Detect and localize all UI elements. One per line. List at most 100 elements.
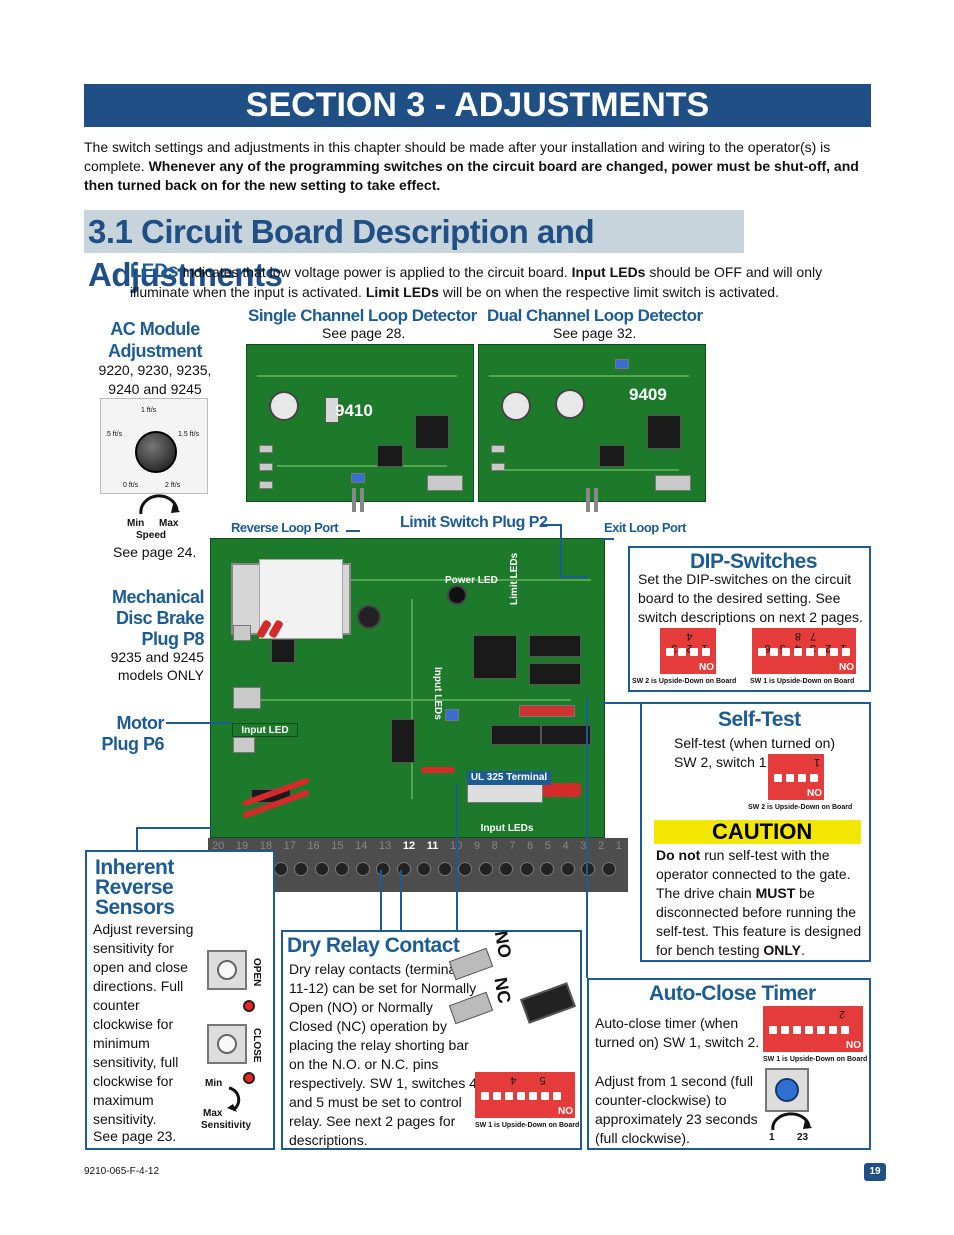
terminal-number: 8 [491,840,498,852]
terminal-number: 9 [473,840,480,852]
sw2-dip-switch[interactable]: 1 2 3 4 NO [660,628,716,674]
dip-toggle[interactable] [798,774,806,782]
terminal-number: 3 [580,840,587,852]
terminal-screw[interactable] [458,862,472,876]
dip-toggle[interactable] [781,1026,789,1034]
terminal-screw[interactable] [396,862,411,876]
terminal-screw[interactable] [335,862,349,876]
terminal-screw[interactable] [581,862,595,876]
dip-toggle[interactable] [830,648,838,656]
leds-lead: LEDs [130,261,179,282]
dip-toggle[interactable] [758,648,766,656]
dual-loop-title: Dual Channel Loop Detector [487,306,703,325]
terminal-screw[interactable] [519,862,534,876]
terminal-screw[interactable] [355,862,370,876]
section-title: SECTION 3 - ADJUSTMENTS [84,84,871,127]
dip-toggle[interactable] [493,1092,501,1100]
terminal-number: 1 [615,840,622,852]
dip-toggle[interactable] [517,1092,525,1100]
ac-module-see-page: See page 24. [113,544,197,560]
terminal-screw[interactable] [478,862,493,876]
dip-toggle[interactable] [794,648,802,656]
terminal-number: 19 [235,840,249,852]
dip-toggle[interactable] [842,648,850,656]
dip-toggle[interactable] [829,1026,837,1034]
dip-toggle[interactable] [841,1026,849,1034]
dip-toggle[interactable] [769,1026,777,1034]
terminal-screw[interactable] [437,862,452,876]
terminal-screw[interactable] [376,862,390,876]
terminal-screw[interactable] [499,862,513,876]
sw1-dip-switch[interactable]: 1 2 3 4 5 6 7 8 NO [752,628,856,674]
terminal-screw[interactable] [417,862,431,876]
dip-toggle[interactable] [805,1026,813,1034]
leds-description: LEDs Indicates that low voltage power is… [130,261,823,301]
limit-switch-plug-label: Limit Switch Plug P2 [400,514,548,531]
relay-dip-switch[interactable]: 5 4 NO [475,1072,575,1118]
terminal-screw[interactable] [560,862,575,876]
ac-speed-panel: 1 ft/s .5 ft/s 1.5 ft/s 0 ft/s 2 ft/s [100,398,208,494]
open-sensitivity-pot[interactable] [207,950,247,990]
dual-loop-see: See page 32. [553,325,637,341]
terminal-number: 18 [259,840,272,852]
input-leds-label: Input LEDs [473,822,541,836]
terminal-number: 11 [426,840,439,852]
dip-toggle[interactable] [786,774,794,782]
self-test-dip-switch[interactable]: 1 NO [768,754,824,800]
auto-close-timer-pot[interactable] [765,1068,809,1112]
terminal-number: 5 [544,840,551,852]
terminal-number: 14 [355,840,368,852]
sensitivity-arrow-icon [227,1086,241,1112]
timer-arrow-icon [771,1112,812,1131]
dip-toggle[interactable] [666,648,674,656]
dip-toggle[interactable] [690,648,698,656]
dip-toggle[interactable] [817,1026,825,1034]
dip-switches-panel: DIP-Switches Set the DIP-switches on the… [628,546,871,692]
terminal-number: 17 [283,840,296,852]
terminal-screw[interactable] [294,862,308,876]
dip-toggle[interactable] [481,1092,489,1100]
terminal-screw[interactable] [273,862,288,876]
caution-text: Do not run self-test with the operator c… [656,847,862,958]
dip-toggle[interactable] [774,774,782,782]
dip-toggle[interactable] [553,1092,561,1100]
terminal-screw[interactable] [601,862,616,876]
dip-toggle[interactable] [770,648,778,656]
dip-toggle[interactable] [806,648,814,656]
auto-close-dip-switch[interactable]: 2 NO [763,1006,863,1052]
terminal-number: 6 [527,840,534,852]
ac-module-models: 9220, 9230, 9235, 9240 and 9245 models [98,362,212,416]
terminal-screw[interactable] [314,862,329,876]
dip-toggle[interactable] [702,648,710,656]
ac-module-title: AC Module Adjustment [108,319,203,361]
terminal-number: 7 [509,840,516,852]
inherent-sensors-panel: Inherent Reverse Sensors Adjust reversin… [85,850,275,1150]
auto-close-panel: Auto-Close Timer Auto-close timer (when … [587,978,871,1150]
dip-toggle[interactable] [678,648,686,656]
terminal-number: 12 [402,840,416,852]
single-loop-board: 9410 [246,344,474,502]
intro-text: The switch settings and adjustments in t… [84,139,831,174]
dip-toggle[interactable] [541,1092,549,1100]
dip-toggle[interactable] [505,1092,513,1100]
brake-title: Mechanical Disc Brake Plug P8 [111,587,205,649]
dual-loop-board: 9409 [478,344,706,502]
dip-toggle[interactable] [818,648,826,656]
dip-toggle[interactable] [793,1026,801,1034]
dip-toggle[interactable] [529,1092,537,1100]
reverse-loop-port-label: Reverse Loop Port [231,520,339,535]
terminal-number: 2 [597,840,605,852]
terminal-number: 15 [331,840,344,852]
dip-toggle[interactable] [810,774,818,782]
terminal-number: 16 [307,840,320,852]
terminal-number: 4 [562,840,569,852]
close-sensitivity-pot[interactable] [207,1024,247,1064]
dip-toggle[interactable] [782,648,790,656]
speed-dial-knob[interactable] [135,431,177,473]
input-led-label: Input LED [232,723,298,737]
subsection-title: 3.1 Circuit Board Description and Adjust… [84,210,744,293]
terminal-screw[interactable] [540,862,554,876]
self-test-panel: Self-Test Self-test (when turned on) SW … [640,702,871,962]
exit-loop-port-label: Exit Loop Port [604,520,686,535]
single-loop-see: See page 28. [322,325,406,341]
